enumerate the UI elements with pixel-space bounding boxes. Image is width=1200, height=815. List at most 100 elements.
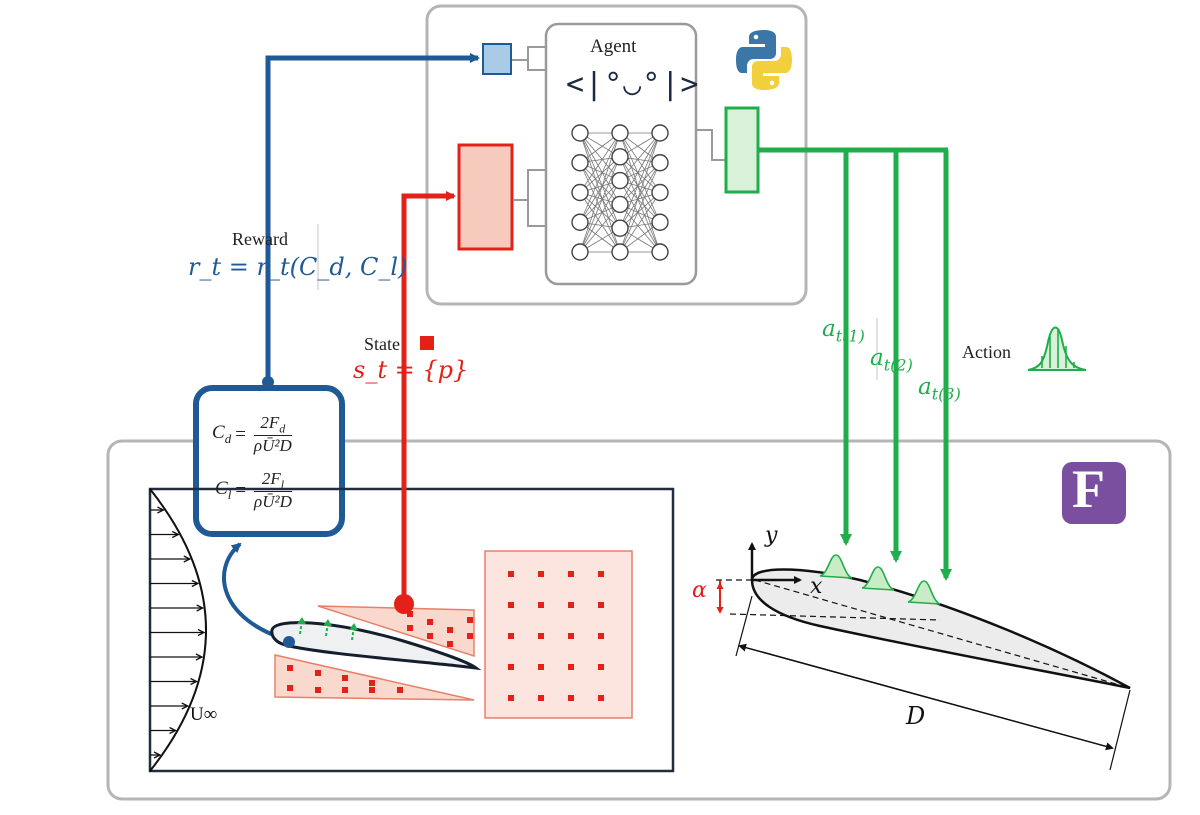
probe-points (287, 571, 604, 701)
nn-node (571, 183, 589, 202)
state-input-block (457, 143, 514, 251)
velocity-arrow-head (191, 579, 200, 588)
nn-edge (579, 132, 621, 223)
lift-coefficient: Cl = 2Fl ρŪ²D (215, 469, 292, 512)
probe-point (467, 617, 473, 623)
neural-network (571, 124, 669, 261)
bracket-left (514, 169, 546, 227)
state-probe-node (394, 594, 414, 614)
nn-node (651, 243, 669, 261)
actuator-jet (819, 554, 853, 579)
velocity-arrows (150, 506, 206, 759)
probe-point (598, 571, 604, 577)
python-logo-icon (736, 30, 792, 90)
agent-frame (425, 4, 808, 306)
nn-node (571, 243, 589, 261)
probe-point (568, 571, 574, 577)
nn-edge (619, 192, 661, 229)
nn-node (651, 154, 669, 172)
probe-point (397, 687, 403, 693)
probe-point (598, 633, 604, 639)
force-to-coefficient-arrow (222, 542, 289, 642)
small-jet-head (323, 619, 332, 626)
nn-node (651, 213, 669, 231)
coefficient-box (193, 385, 345, 537)
drag-coefficient: Cd = 2Fd ρŪ²D (212, 413, 292, 456)
chord-extension-left (735, 595, 753, 657)
probe-point (369, 680, 375, 686)
probe-point (315, 670, 321, 676)
nn-edge (619, 156, 661, 193)
velocity-arrow-head (190, 677, 198, 686)
probe-point (508, 602, 514, 608)
probe-patch-wake (484, 550, 633, 719)
nn-edge (579, 192, 621, 229)
small-airfoil-node (283, 636, 295, 648)
large-airfoil-jets (819, 554, 941, 605)
probe-point (342, 687, 348, 693)
probe-point (508, 695, 514, 701)
nn-node (611, 124, 629, 142)
action-1-label: at(1) (822, 316, 865, 346)
nn-edge (579, 180, 621, 253)
reward-formula: r_t = r_t(C_d, C_l) (188, 253, 408, 281)
chord-dimension-back (738, 643, 1113, 749)
probe-point (508, 633, 514, 639)
freestream-label: U∞ (190, 704, 218, 725)
nn-node (611, 219, 629, 237)
solver-logo-icon (1062, 462, 1126, 524)
velocity-arrow-head (153, 751, 162, 759)
x-axis-label: x (810, 574, 823, 599)
reward-arrow (265, 53, 480, 382)
chord-line (754, 579, 1131, 689)
nn-edge (579, 156, 621, 253)
nn-edge (619, 132, 661, 193)
bracket-right (696, 129, 726, 161)
agent-title: Agent (590, 36, 637, 57)
probe-point (287, 685, 293, 691)
probe-point (407, 611, 413, 617)
nn-edge (579, 162, 621, 253)
nn-edge (579, 156, 621, 223)
bracket-top (512, 46, 546, 71)
nn-node (611, 171, 629, 190)
nn-node (651, 124, 669, 142)
probe-point (538, 602, 544, 608)
state-label: State (364, 334, 400, 354)
state-formula: s_t = {p} (353, 356, 469, 384)
nn-edge (619, 156, 661, 223)
velocity-profile (149, 488, 207, 772)
large-airfoil (750, 568, 1131, 690)
state-arrow (401, 191, 456, 604)
probe-point (427, 619, 433, 625)
nn-node (571, 124, 589, 142)
nn-edge (579, 162, 621, 229)
nn-edge (579, 192, 621, 253)
angle-label: α (692, 578, 707, 603)
probe-point (315, 687, 321, 693)
chord-extension-right (1109, 689, 1131, 771)
probe-point (598, 695, 604, 701)
environment-frame (106, 439, 1172, 801)
nn-edge (579, 156, 621, 193)
nn-edge (619, 132, 661, 181)
probe-point (508, 571, 514, 577)
small-airfoil-jets (297, 617, 358, 641)
probe-point (598, 602, 604, 608)
probe-point (538, 571, 544, 577)
probe-point (427, 633, 433, 639)
velocity-arrow-head (157, 506, 165, 514)
nn-edge (619, 192, 661, 253)
action-distribution-icon (1027, 326, 1087, 371)
probe-point (369, 687, 375, 693)
velocity-arrow-head (195, 653, 204, 661)
reward-label: Reward (232, 229, 288, 249)
nn-edge (579, 180, 621, 223)
action-3-label: at(3) (918, 374, 961, 404)
probe-point (287, 665, 293, 671)
chord-label: D (906, 702, 926, 730)
action-2-label: at(2) (870, 345, 913, 375)
probe-point (568, 633, 574, 639)
